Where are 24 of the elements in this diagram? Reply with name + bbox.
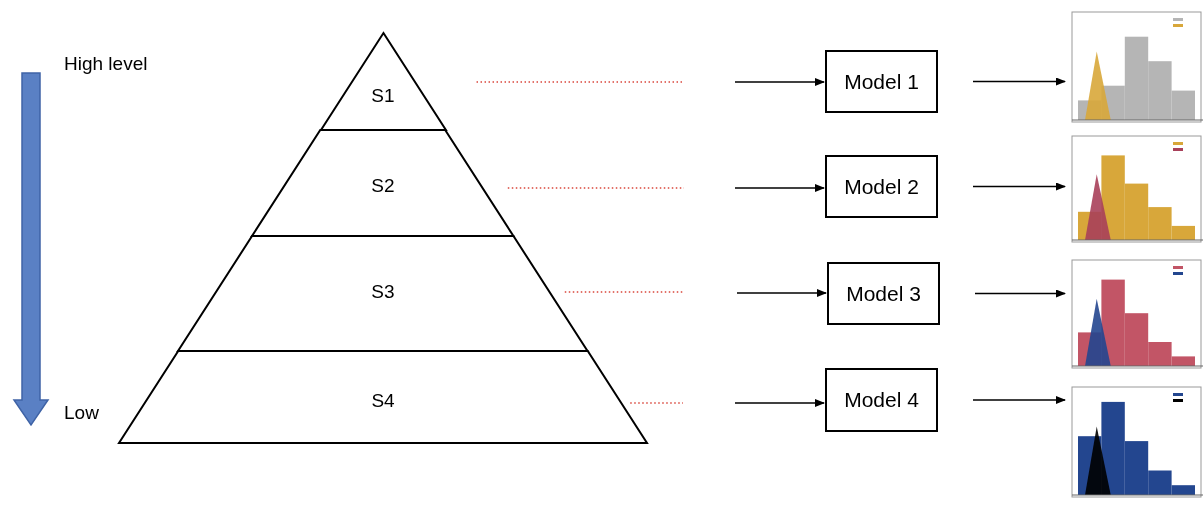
arrow <box>734 78 825 86</box>
tier-label: S1 <box>371 85 395 107</box>
level-label: High level <box>64 53 148 75</box>
pyramid-tier-triangle <box>320 33 446 130</box>
level-label: Low <box>64 402 99 424</box>
dotted-line <box>629 402 684 404</box>
arrow <box>972 77 1066 86</box>
model-box: Model 2 <box>825 155 938 218</box>
arrow <box>734 399 825 407</box>
arrow <box>972 182 1066 191</box>
arrow <box>736 289 827 297</box>
model-box: Model 3 <box>827 262 940 325</box>
model-box: Model 4 <box>825 368 938 432</box>
model-box: Model 1 <box>825 50 938 113</box>
arrow <box>972 396 1066 404</box>
arrow <box>974 289 1066 298</box>
tier-label: S3 <box>371 281 395 303</box>
tier-label: S2 <box>371 175 395 197</box>
pyramid-tier <box>119 351 647 443</box>
arrow <box>734 184 825 192</box>
tier-label: S4 <box>371 390 395 412</box>
pyramid-tier <box>178 236 588 351</box>
dotted-line <box>475 81 683 83</box>
dotted-line <box>563 291 684 293</box>
